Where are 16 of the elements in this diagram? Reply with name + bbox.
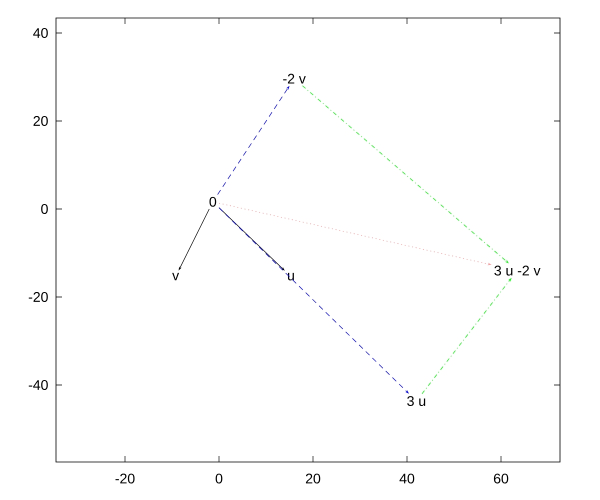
tick-label: 20 bbox=[34, 116, 48, 126]
point-label: -2 v bbox=[283, 74, 306, 84]
point-label: u bbox=[288, 272, 294, 280]
tick-label: 0 bbox=[41, 204, 48, 214]
tick-label: -40 bbox=[28, 380, 48, 390]
tick-label: -20 bbox=[116, 474, 135, 484]
tick-label: 20 bbox=[306, 474, 320, 484]
point-label: 3 u bbox=[407, 396, 426, 406]
point-label: v bbox=[172, 272, 180, 280]
point-label: 3 u -2 v bbox=[494, 266, 540, 276]
tick-label: 60 bbox=[494, 474, 508, 484]
tick-label: 40 bbox=[400, 474, 414, 484]
tick-label: 0 bbox=[216, 474, 222, 484]
tick-label: -20 bbox=[28, 292, 48, 302]
tick-label: 40 bbox=[33, 28, 48, 38]
point-label: 0 bbox=[210, 196, 216, 207]
